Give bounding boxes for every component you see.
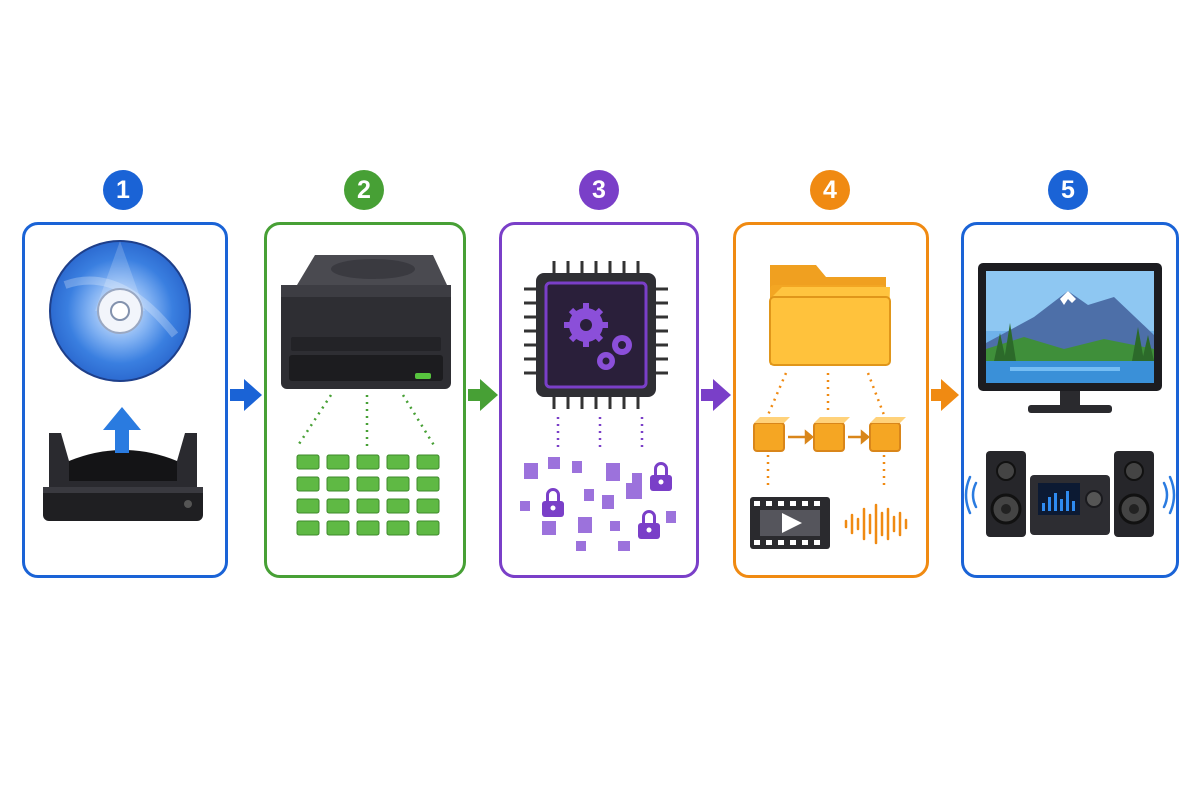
arrow-2-3-icon: [468, 379, 498, 411]
arrow-4-5-icon: [931, 379, 959, 411]
arrow-3-4-icon: [701, 379, 731, 411]
optical-drive-read-icon: [281, 255, 451, 536]
tv-speakers-icon: [964, 263, 1176, 537]
step-3-card: [499, 222, 699, 578]
disc-eject-icon: [43, 240, 203, 521]
step-5-card: [961, 222, 1179, 578]
step-2-badge: 2: [344, 170, 384, 210]
step-2-card: [264, 222, 466, 578]
processor-decrypt-icon: [520, 261, 676, 551]
step-1-card: [22, 222, 228, 578]
step-5-badge: 5: [1048, 170, 1088, 210]
step-4-card: [733, 222, 929, 578]
step-1-badge: 1: [103, 170, 143, 210]
step-4-badge: 4: [810, 170, 850, 210]
step-3-badge: 3: [579, 170, 619, 210]
arrow-1-2-icon: [230, 379, 262, 411]
folder-demux-icon: [750, 265, 908, 549]
